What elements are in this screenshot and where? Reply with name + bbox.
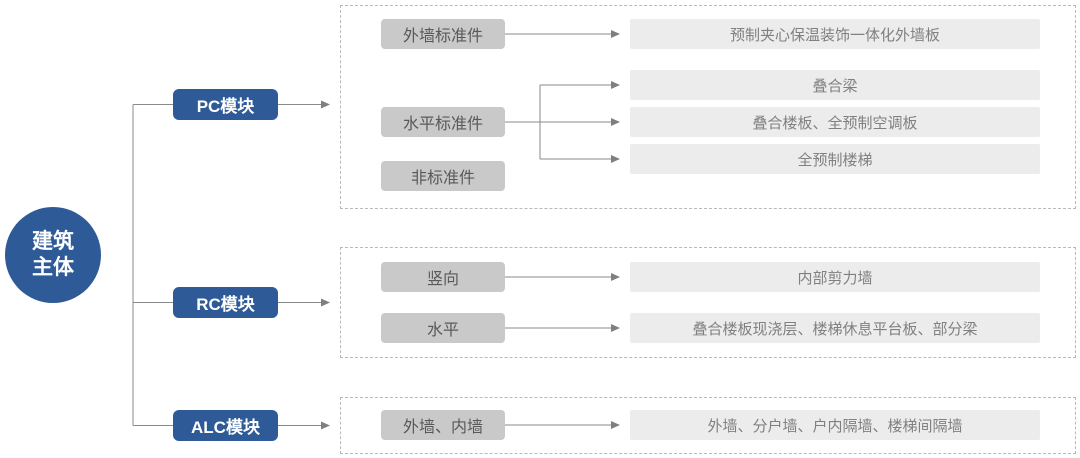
item-node-composite-slab-ac-panel: 叠合楼板、全预制空调板 [630, 107, 1040, 137]
alc-section-box [340, 397, 1076, 454]
item-node-internal-shear-wall: 内部剪力墙 [630, 262, 1040, 292]
item-node-cast-in-place-layers: 叠合楼板现浇层、楼梯休息平台板、部分梁 [630, 313, 1040, 343]
category-node-non-standard: 非标准件 [381, 161, 505, 191]
rc-section-box [340, 247, 1076, 358]
item-node-composite-beam: 叠合梁 [630, 70, 1040, 100]
root-node-building-body: 建筑 主体 [5, 207, 101, 303]
module-node-pc: PC模块 [173, 89, 278, 120]
item-node-precast-stair: 全预制楼梯 [630, 144, 1040, 174]
category-node-horizontal-standard: 水平标准件 [381, 107, 505, 137]
module-node-alc: ALC模块 [173, 410, 278, 441]
category-node-horizontal: 水平 [381, 313, 505, 343]
item-node-sandwich-wall-panel: 预制夹心保温装饰一体化外墙板 [630, 19, 1040, 49]
category-node-vertical: 竖向 [381, 262, 505, 292]
category-node-exterior-interior-wall: 外墙、内墙 [381, 410, 505, 440]
category-node-exterior-wall-standard: 外墙标准件 [381, 19, 505, 49]
pc-section-box [340, 5, 1076, 209]
module-node-rc: RC模块 [173, 287, 278, 318]
item-node-partition-walls: 外墙、分户墙、户内隔墙、楼梯间隔墙 [630, 410, 1040, 440]
